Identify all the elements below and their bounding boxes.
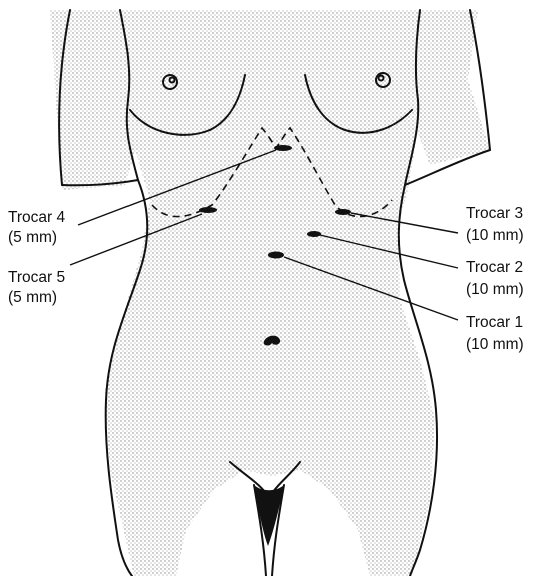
trocar-1-port <box>268 252 284 259</box>
trocar-1-label: Trocar 1 <box>466 314 523 331</box>
trocar-4-size: (5 mm) <box>8 229 57 246</box>
trocar-5-port <box>199 207 217 213</box>
trocar-5-size: (5 mm) <box>8 289 57 306</box>
trocar-2-port <box>307 231 321 237</box>
trocar-5-label: Trocar 5 <box>8 269 65 286</box>
trocar-3-size: (10 mm) <box>466 227 524 244</box>
trocar-2-label: Trocar 2 <box>466 259 523 276</box>
trocar-2-size: (10 mm) <box>466 281 524 298</box>
trocar-3-port <box>335 209 351 215</box>
trocar-3-label: Trocar 3 <box>466 205 523 222</box>
trocar-1-size: (10 mm) <box>466 336 524 353</box>
right-arm <box>415 10 490 165</box>
trocar-4-label: Trocar 4 <box>8 209 66 226</box>
trocar-4-port <box>274 145 292 151</box>
